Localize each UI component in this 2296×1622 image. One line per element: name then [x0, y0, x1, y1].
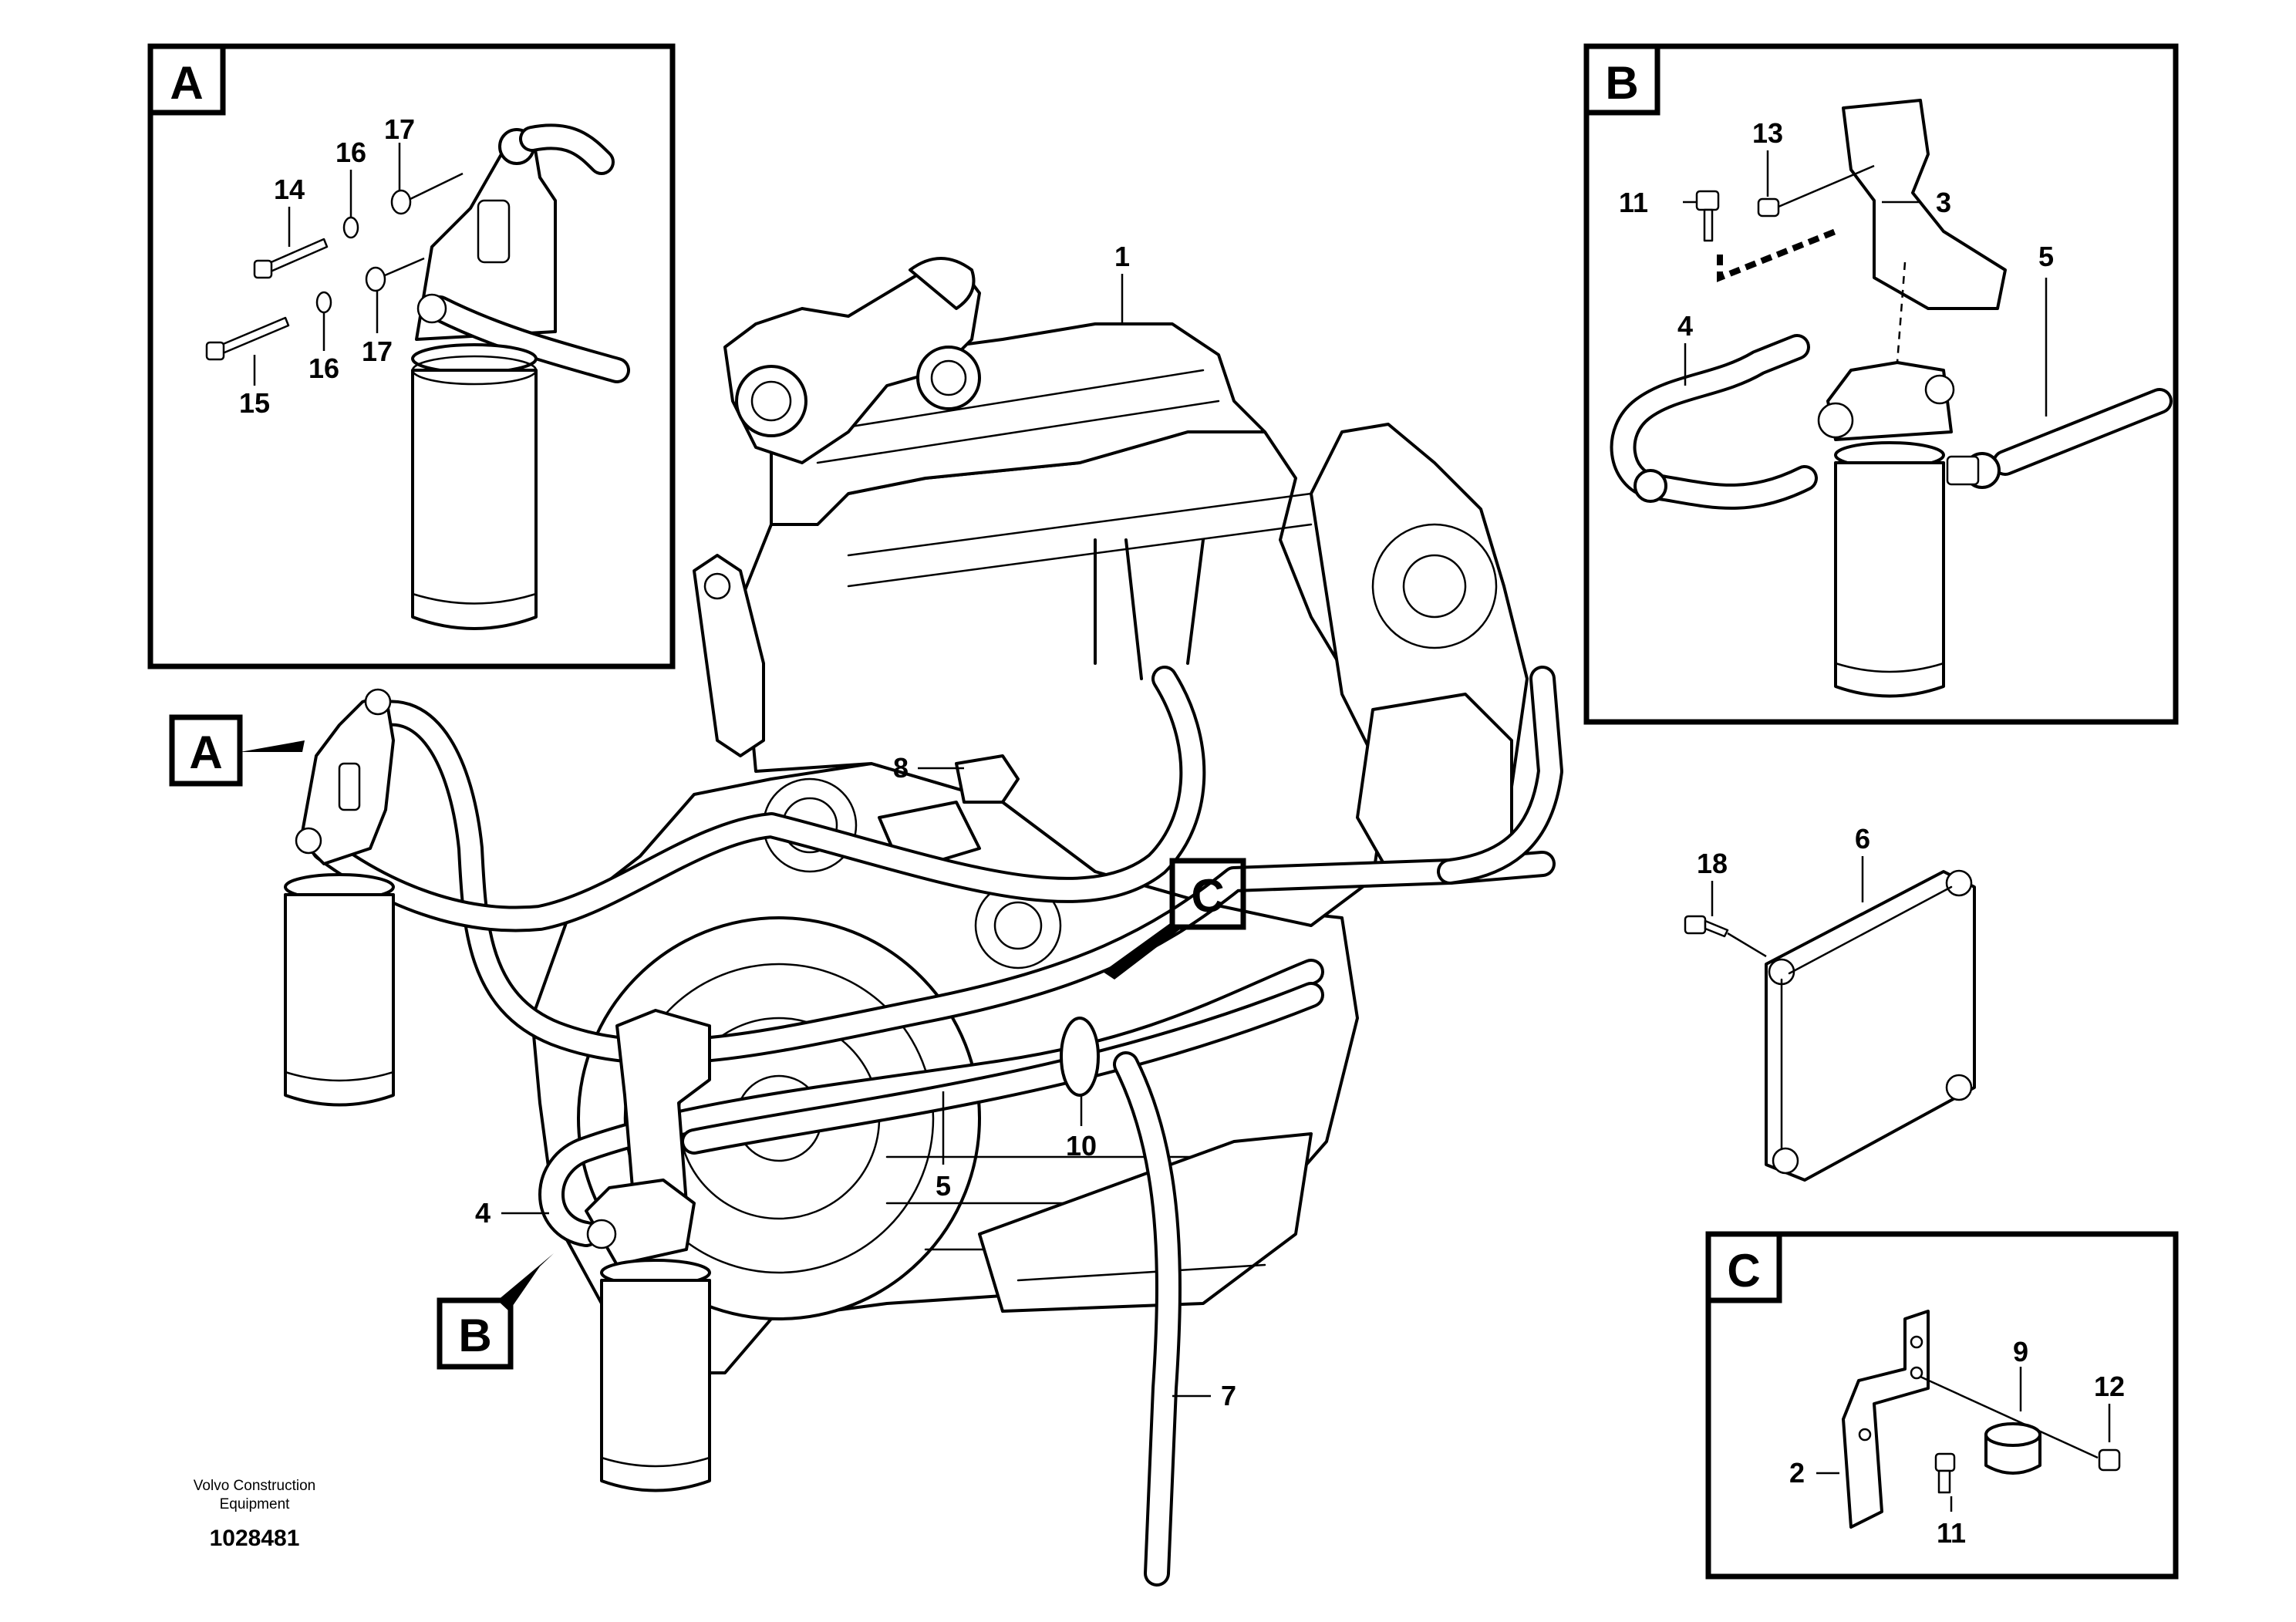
- bolt-icon: [205, 316, 290, 361]
- washer-icon: [342, 216, 359, 239]
- callout-8: 8: [893, 752, 909, 784]
- brand-line-1: Volvo Construction: [194, 1478, 315, 1494]
- main-tag-a-label: A: [189, 727, 222, 778]
- main-tag-c: C: [1103, 858, 1246, 980]
- arrow-pointer-icon: [497, 1253, 554, 1311]
- oil-filter-icon: [411, 123, 630, 630]
- bolt-icon: [253, 238, 329, 279]
- bolt-icon: [1684, 915, 1729, 938]
- callout-4: 4: [1677, 310, 1693, 342]
- inset-b-tag-box: [1583, 43, 1660, 116]
- inset-c-tag: C: [1727, 1245, 1760, 1297]
- drawing-number: 1028481: [210, 1526, 300, 1551]
- control-unit-icon: [1765, 869, 1976, 1182]
- bracket-icon: [615, 1009, 711, 1220]
- hose-icon: [311, 666, 1206, 932]
- clamp-icon: [1060, 1017, 1100, 1097]
- hose-icon: [1437, 666, 1563, 885]
- callout-13: 13: [1752, 117, 1783, 149]
- callout-15: 15: [239, 387, 270, 419]
- bolt-icon: [2098, 1448, 2121, 1472]
- main-tag-a: A: [169, 714, 305, 787]
- callout-18: 18: [1697, 848, 1728, 879]
- inset-c-tag-box: [1705, 1231, 1782, 1303]
- washer-icon: [390, 189, 412, 215]
- inset-c-frame: [1705, 1231, 2179, 1580]
- main-tag-c-label: C: [1191, 870, 1224, 922]
- arrow-pointer-icon: [1103, 922, 1180, 980]
- hose-icon: [1113, 1051, 1182, 1587]
- callout-11: 11: [1619, 187, 1648, 218]
- arrow-pointer-icon: [240, 740, 305, 752]
- washer-icon: [365, 266, 386, 292]
- callout-6: 6: [1855, 823, 1870, 855]
- inset-b-frame: [1583, 43, 2179, 725]
- bolt-icon: [1934, 1452, 1956, 1494]
- hose-icon: [1610, 334, 1818, 510]
- callout-9: 9: [2013, 1336, 2028, 1367]
- oil-filter-icon: [1817, 361, 1955, 698]
- callout-3: 3: [1936, 187, 1951, 218]
- callout-7: 7: [1221, 1380, 1236, 1411]
- main-tag-b: B: [437, 1253, 554, 1370]
- callout-10: 10: [1066, 1130, 1097, 1162]
- callout-5: 5: [2038, 241, 2054, 272]
- callout-16: 16: [335, 137, 366, 168]
- inset-b: B: [1583, 43, 2179, 725]
- callout-1: 1: [1114, 241, 1130, 272]
- washer-icon: [315, 291, 332, 314]
- callout-4: 4: [475, 1197, 491, 1229]
- bracket-icon: [1842, 1310, 1930, 1529]
- hose-icon: [1946, 388, 2173, 489]
- callout-2: 2: [1789, 1457, 1805, 1489]
- callout-16: 16: [308, 352, 339, 384]
- inset-a-tag-box: [147, 43, 226, 116]
- inset-a-frame: [147, 43, 676, 669]
- main-tag-b-label: B: [458, 1310, 491, 1361]
- bolt-icon: [1695, 190, 1720, 242]
- hose-icon: [357, 700, 1556, 1065]
- clamp-icon: [1984, 1422, 2041, 1475]
- callout-12: 12: [2094, 1371, 2125, 1402]
- callout-11: 11: [1937, 1517, 1966, 1549]
- bracket-icon: [1842, 99, 2007, 310]
- inset-c: C 2 9 11 12: [1705, 1231, 2179, 1580]
- brand-line-2: Equipment: [220, 1496, 291, 1512]
- callout-5: 5: [936, 1170, 951, 1202]
- hose-icon: [538, 959, 1324, 1247]
- inset-b-tag: B: [1605, 57, 1638, 109]
- bolt-icon: [1757, 197, 1780, 218]
- oil-filter-icon: [284, 688, 395, 1107]
- callout-14: 14: [274, 174, 305, 205]
- callout-17: 17: [384, 113, 415, 145]
- hose-icon: [681, 982, 1324, 1155]
- inset-a-tag: A: [170, 57, 203, 109]
- oil-filter-icon: [585, 1179, 711, 1492]
- inset-a: A: [147, 43, 676, 669]
- callout-17: 17: [362, 336, 393, 367]
